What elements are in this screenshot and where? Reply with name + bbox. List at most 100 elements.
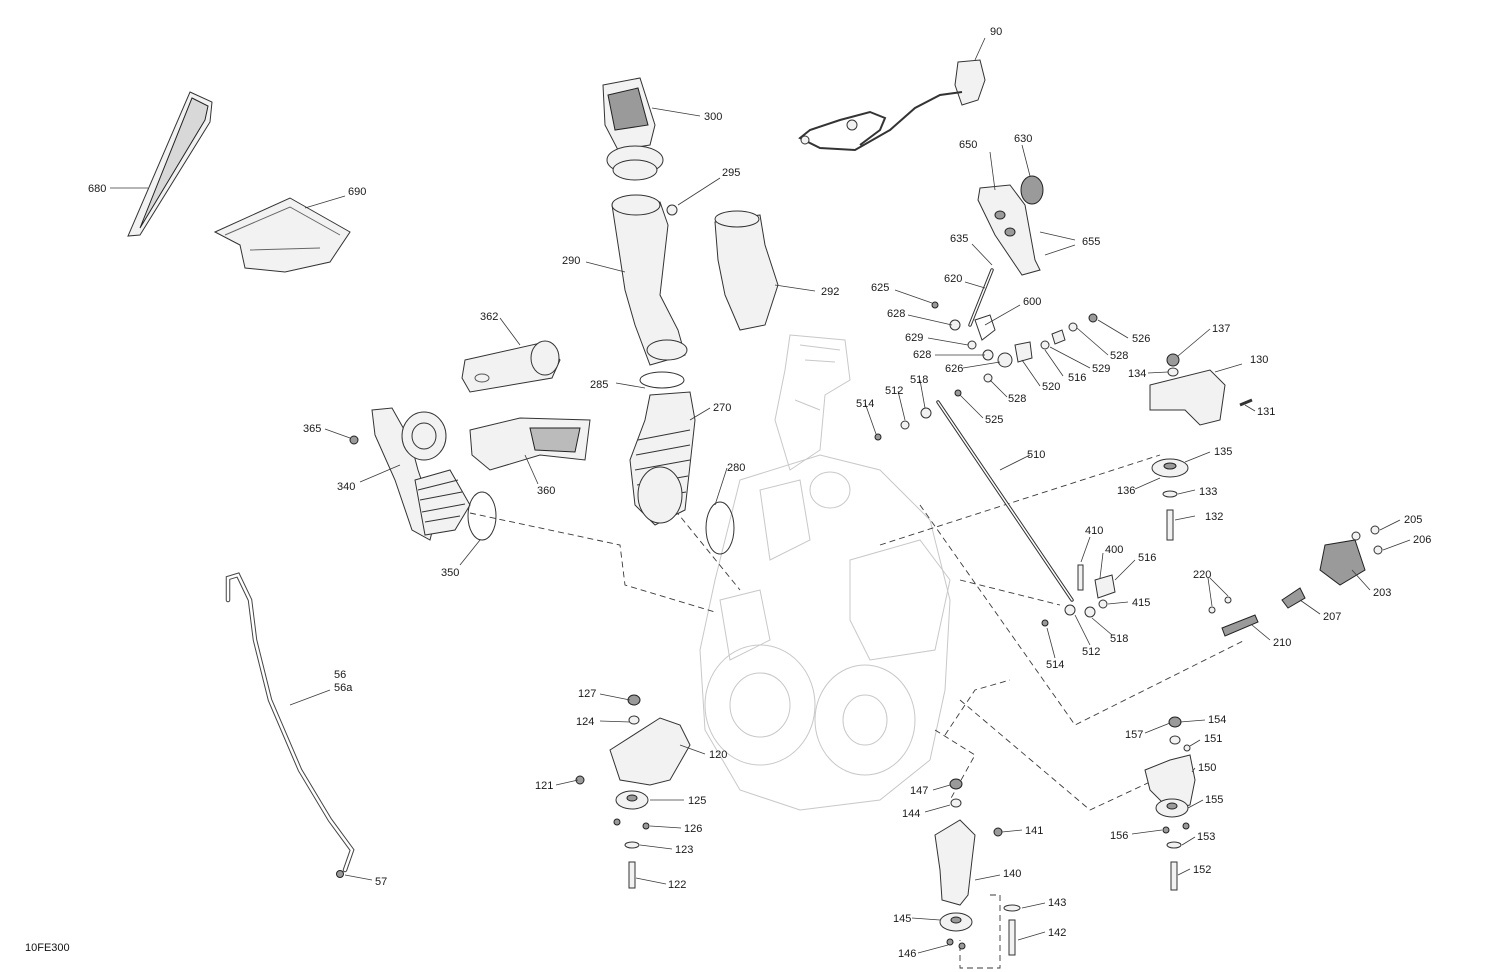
- label-626: 626: [945, 363, 963, 375]
- label-56a: 56a: [334, 682, 353, 694]
- part-270-adaptor: [629, 391, 696, 526]
- label-516-a: 516: [1068, 372, 1086, 384]
- label-125: 125: [688, 795, 706, 807]
- label-520: 520: [1042, 381, 1060, 393]
- part-shift-hardware: [931, 301, 1098, 397]
- label-625: 625: [871, 282, 889, 294]
- label-290: 290: [562, 255, 580, 267]
- label-365: 365: [303, 423, 321, 435]
- label-156: 156: [1110, 830, 1128, 842]
- part-290-intake-duct: [611, 194, 688, 366]
- part-280-clamp: [705, 501, 735, 555]
- part-365-bolt: [349, 435, 359, 445]
- part-285-clamp: [639, 371, 685, 389]
- label-157: 157: [1125, 729, 1143, 741]
- label-292: 292: [821, 286, 839, 298]
- label-630: 630: [1014, 133, 1032, 145]
- engine-ghost: [699, 334, 951, 811]
- label-140: 140: [1003, 868, 1021, 880]
- part-140-support: [934, 778, 1003, 906]
- assembly-connector-lines: [469, 454, 1246, 969]
- label-410: 410: [1085, 525, 1103, 537]
- label-360: 360: [537, 485, 555, 497]
- part-210-bracket: [1208, 587, 1306, 637]
- label-137: 137: [1212, 323, 1230, 335]
- part-120-support: [575, 694, 691, 786]
- label-512-b: 512: [1082, 646, 1100, 658]
- part-350-clamp: [467, 491, 497, 541]
- label-280: 280: [727, 462, 745, 474]
- part-155-mount: [1155, 798, 1190, 891]
- label-143: 143: [1048, 897, 1066, 909]
- label-295: 295: [722, 167, 740, 179]
- label-514-a: 514: [856, 398, 874, 410]
- part-130-engine-support: [1149, 353, 1253, 426]
- label-206: 206: [1413, 534, 1431, 546]
- part-295-screw: [666, 204, 678, 216]
- label-650: 650: [959, 139, 977, 151]
- label-690: 690: [348, 186, 366, 198]
- part-620-shift-lever: [968, 268, 994, 327]
- label-90: 90: [990, 26, 1002, 38]
- part-340-bellows-bracket: [371, 407, 471, 541]
- label-133: 133: [1199, 486, 1217, 498]
- part-362-heat-shield: [461, 340, 561, 393]
- label-528-b: 528: [1008, 393, 1026, 405]
- label-270: 270: [713, 402, 731, 414]
- label-362: 362: [480, 311, 498, 323]
- label-512-a: 512: [885, 385, 903, 397]
- label-145: 145: [893, 913, 911, 925]
- label-518-b: 518: [1110, 633, 1128, 645]
- part-rod-end-hardware-top: [874, 407, 932, 441]
- label-136: 136: [1117, 485, 1135, 497]
- label-146: 146: [898, 948, 916, 960]
- label-150: 150: [1198, 762, 1216, 774]
- part-510-shift-rod: [936, 400, 1074, 602]
- part-630-knob: [1020, 175, 1044, 205]
- label-153: 153: [1197, 831, 1215, 843]
- part-56-vent-hose: [225, 572, 355, 878]
- label-120: 120: [709, 749, 727, 761]
- label-152: 152: [1193, 864, 1211, 876]
- part-150-support: [1144, 716, 1196, 811]
- label-121: 121: [535, 780, 553, 792]
- label-210: 210: [1273, 637, 1291, 649]
- label-518-a: 518: [910, 374, 928, 386]
- label-56: 56: [334, 669, 346, 681]
- label-127: 127: [578, 688, 596, 700]
- label-415: 415: [1132, 597, 1150, 609]
- part-125-mount: [613, 790, 650, 889]
- label-340: 340: [337, 481, 355, 493]
- label-207: 207: [1323, 611, 1341, 623]
- part-690-cover: [213, 197, 351, 273]
- label-155: 155: [1205, 794, 1223, 806]
- leader-lines: [110, 37, 1411, 954]
- drawing-reference-code: 10FE300: [25, 942, 70, 954]
- label-131: 131: [1257, 406, 1275, 418]
- label-628-b: 628: [913, 349, 931, 361]
- label-141: 141: [1025, 825, 1043, 837]
- part-rod-end-hardware-bottom: [1041, 564, 1116, 627]
- label-142: 142: [1048, 927, 1066, 939]
- part-360-duct: [469, 417, 591, 471]
- label-510: 510: [1027, 449, 1045, 461]
- label-350: 350: [441, 567, 459, 579]
- label-124: 124: [576, 716, 594, 728]
- label-600: 600: [1023, 296, 1041, 308]
- label-655: 655: [1082, 236, 1100, 248]
- part-292-duct: [714, 210, 779, 331]
- part-600-bracket: [974, 314, 996, 341]
- label-526: 526: [1132, 333, 1150, 345]
- part-90-wiring-harness: [798, 59, 986, 152]
- label-529: 529: [1092, 363, 1110, 375]
- part-135-mount: [1151, 458, 1189, 541]
- label-122: 122: [668, 879, 686, 891]
- part-203-switch: [1319, 525, 1383, 586]
- label-680: 680: [88, 183, 106, 195]
- label-154: 154: [1208, 714, 1226, 726]
- label-151: 151: [1204, 733, 1222, 745]
- part-680-filter-panel: [127, 91, 213, 237]
- label-144: 144: [902, 808, 920, 820]
- label-147: 147: [910, 785, 928, 797]
